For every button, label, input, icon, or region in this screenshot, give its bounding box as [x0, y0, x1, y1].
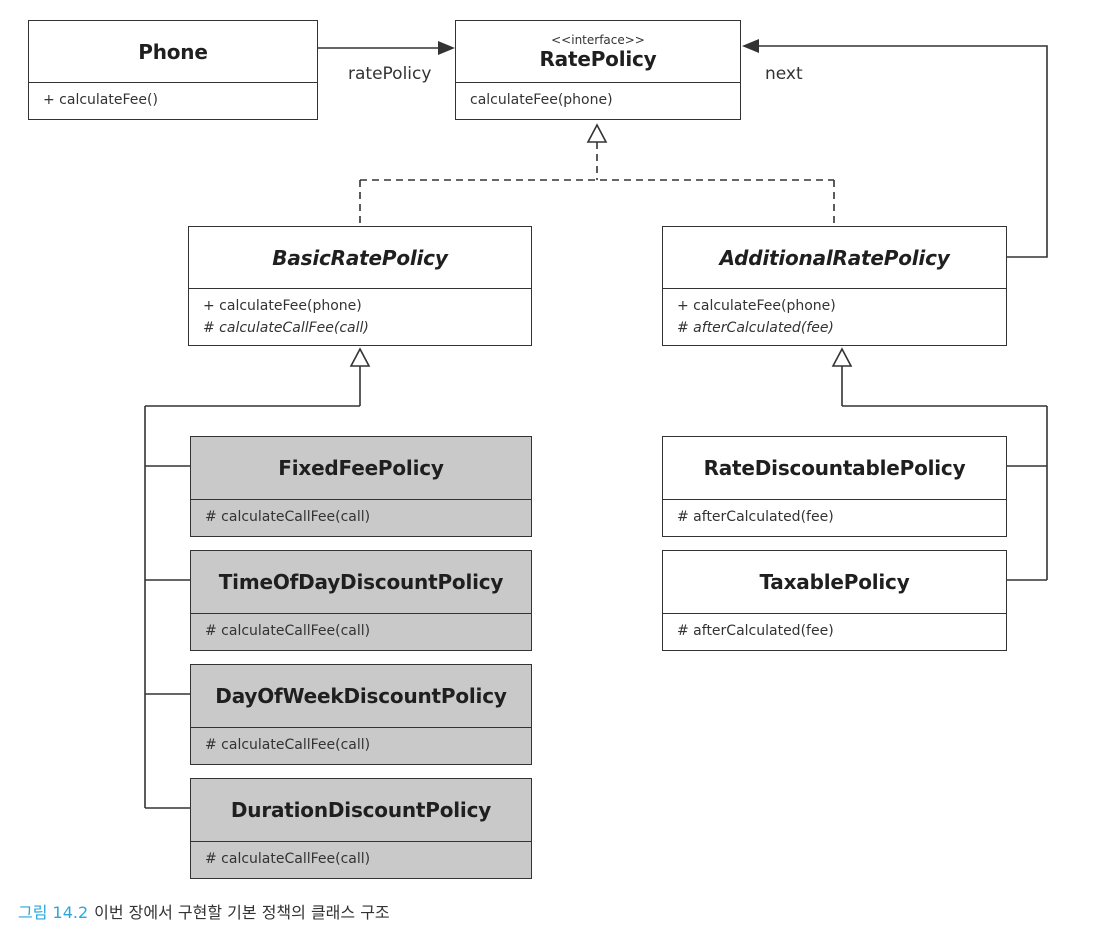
arrowhead-next: [742, 39, 759, 53]
class-additional-rate-policy: AdditionalRatePolicy + calculateFee(phon…: [662, 226, 1007, 346]
operation: # calculateCallFee(call): [205, 851, 371, 867]
class-name: RateDiscountablePolicy: [703, 456, 966, 480]
class-fixed-fee-policy: FixedFeePolicy # calculateCallFee(call): [190, 436, 532, 537]
operation: # afterCalculated(fee): [677, 509, 834, 525]
class-day-of-week-discount-policy: DayOfWeekDiscountPolicy # calculateCallF…: [190, 664, 532, 765]
class-name: DurationDiscountPolicy: [230, 798, 492, 822]
caption-text: 이번 장에서 구현할 기본 정책의 클래스 구조: [94, 903, 390, 922]
realization-triangle: [586, 123, 608, 143]
operation: # afterCalculated(fee): [677, 320, 834, 336]
class-name: Phone: [138, 39, 208, 64]
interface-rate-policy: <<interface>> RatePolicy calculateFee(ph…: [455, 20, 741, 120]
operation: # calculateCallFee(call): [203, 320, 369, 336]
class-name: RatePolicy: [539, 46, 657, 71]
class-name: FixedFeePolicy: [278, 456, 444, 480]
class-name: AdditionalRatePolicy: [719, 245, 950, 270]
operation: + calculateFee(phone): [203, 298, 362, 314]
figure-number: 그림 14.2: [18, 903, 89, 922]
inheritance-triangle-basic: [349, 347, 371, 367]
additional-inheritance-lines: [841, 366, 1048, 581]
arrowhead-rate-policy: [438, 41, 455, 55]
realization-lines: [359, 142, 835, 226]
association-label-next: next: [765, 64, 803, 84]
operation: # calculateCallFee(call): [205, 623, 371, 639]
operation: calculateFee(phone): [470, 92, 613, 108]
class-basic-rate-policy: BasicRatePolicy + calculateFee(phone) # …: [188, 226, 532, 346]
association-next: [750, 45, 1048, 258]
class-time-of-day-discount-policy: TimeOfDayDiscountPolicy # calculateCallF…: [190, 550, 532, 651]
association-label-rate-policy: ratePolicy: [348, 64, 432, 84]
operation: + calculateFee(): [43, 92, 158, 108]
figure-caption: 그림 14.2 이번 장에서 구현할 기본 정책의 클래스 구조: [18, 899, 390, 923]
class-name: BasicRatePolicy: [272, 245, 448, 270]
class-name: TimeOfDayDiscountPolicy: [218, 570, 504, 594]
operation: # afterCalculated(fee): [677, 623, 834, 639]
class-taxable-policy: TaxablePolicy # afterCalculated(fee): [662, 550, 1007, 651]
inheritance-triangle-additional: [831, 347, 853, 367]
class-phone: Phone + calculateFee(): [28, 20, 318, 120]
class-name: TaxablePolicy: [759, 570, 910, 594]
operation: + calculateFee(phone): [677, 298, 836, 314]
class-name: DayOfWeekDiscountPolicy: [215, 684, 507, 708]
basic-inheritance-lines: [144, 366, 361, 809]
operation: # calculateCallFee(call): [205, 737, 371, 753]
operation: # calculateCallFee(call): [205, 509, 371, 525]
class-duration-discount-policy: DurationDiscountPolicy # calculateCallFe…: [190, 778, 532, 879]
stereotype: <<interface>>: [551, 32, 645, 47]
class-rate-discountable-policy: RateDiscountablePolicy # afterCalculated…: [662, 436, 1007, 537]
